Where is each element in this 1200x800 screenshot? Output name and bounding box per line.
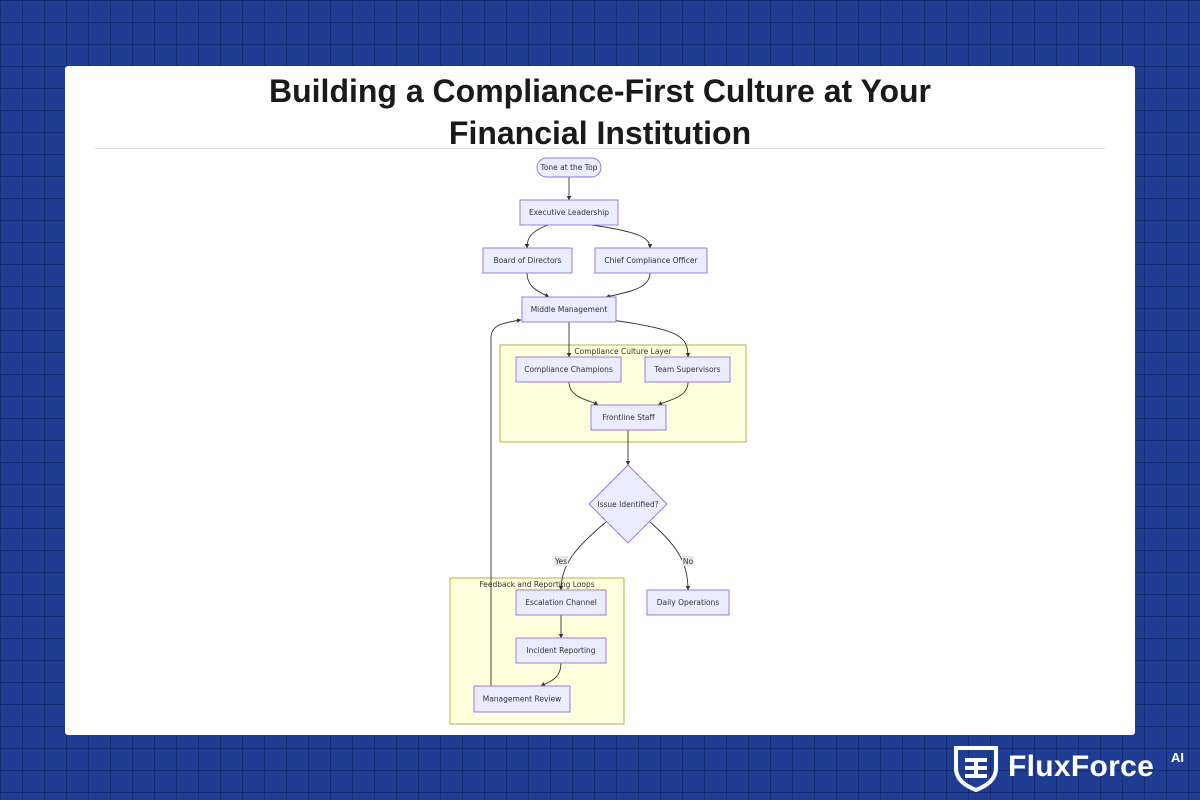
node-management-review: Management Review [473,685,571,713]
svg-text:Middle Management: Middle Management [531,305,608,314]
node-frontline-staff: Frontline Staff [590,404,667,431]
edge-decision-daily [649,521,691,591]
node-daily-operations: Daily Operations [646,589,730,616]
svg-text:Yes: Yes [554,557,567,566]
title-line-1: Building a Compliance-First Culture at Y… [269,73,931,109]
title-line-2: Financial Institution [448,115,752,151]
edge-label-yes: Yes [554,556,568,566]
svg-text:Daily Operations: Daily Operations [657,598,720,607]
svg-text:Tone at the Top: Tone at the Top [540,163,598,172]
node-chief-compliance-officer: Chief Compliance Officer [594,247,708,274]
edge-board-middle [526,272,550,298]
edge-incident-review [540,662,562,687]
svg-text:No: No [683,557,694,566]
edge-cco-middle [605,272,651,299]
title-divider [95,148,1105,149]
node-incident-reporting: Incident Reporting [515,637,607,664]
svg-text:Board of Directors: Board of Directors [493,256,561,265]
edge-champions-frontline [568,381,599,406]
svg-text:Frontline Staff: Frontline Staff [602,413,655,422]
node-issue-identified-decision: Issue Identified? [588,464,668,544]
edge-supervisors-frontline [657,381,689,406]
edge-exec-cco [591,224,653,249]
edge-exec-board [524,224,549,249]
svg-text:Incident Reporting: Incident Reporting [526,646,595,655]
svg-text:Chief Compliance Officer: Chief Compliance Officer [604,256,698,265]
brand-suffix: AI [1171,750,1184,765]
edge-middle-supervisors [611,319,691,358]
shield-icon [954,746,998,793]
svg-text:Issue Identified?: Issue Identified? [597,500,658,509]
node-middle-management: Middle Management [521,296,617,323]
edge-review-middle-loop [490,318,522,686]
page-title: Building a Compliance-First Culture at Y… [65,70,1135,154]
brand-logo: FluxForce AI [952,744,1192,793]
node-board-of-directors: Board of Directors [482,247,573,274]
subgraph-label-culture: Compliance Culture Layer [574,347,672,356]
edges [490,177,691,687]
node-escalation-channel: Escalation Channel [515,589,607,616]
node-compliance-champions: Compliance Champions [515,356,622,383]
svg-text:Compliance Champions: Compliance Champions [524,365,613,374]
node-executive-leadership: Executive Leadership [519,199,619,226]
subgraph-label-feedback: Feedback and Reporting Loops [479,580,594,589]
svg-text:Executive Leadership: Executive Leadership [529,208,609,217]
edge-label-no: No [682,556,694,566]
svg-text:Management Review: Management Review [483,695,562,704]
svg-text:Team Supervisors: Team Supervisors [653,365,720,374]
node-team-supervisors: Team Supervisors [644,356,731,383]
edge-decision-escalation [558,521,607,591]
svg-text:Escalation Channel: Escalation Channel [525,598,597,607]
node-tone-at-the-top: Tone at the Top [536,157,602,178]
brand-name: FluxForce [1008,750,1155,783]
